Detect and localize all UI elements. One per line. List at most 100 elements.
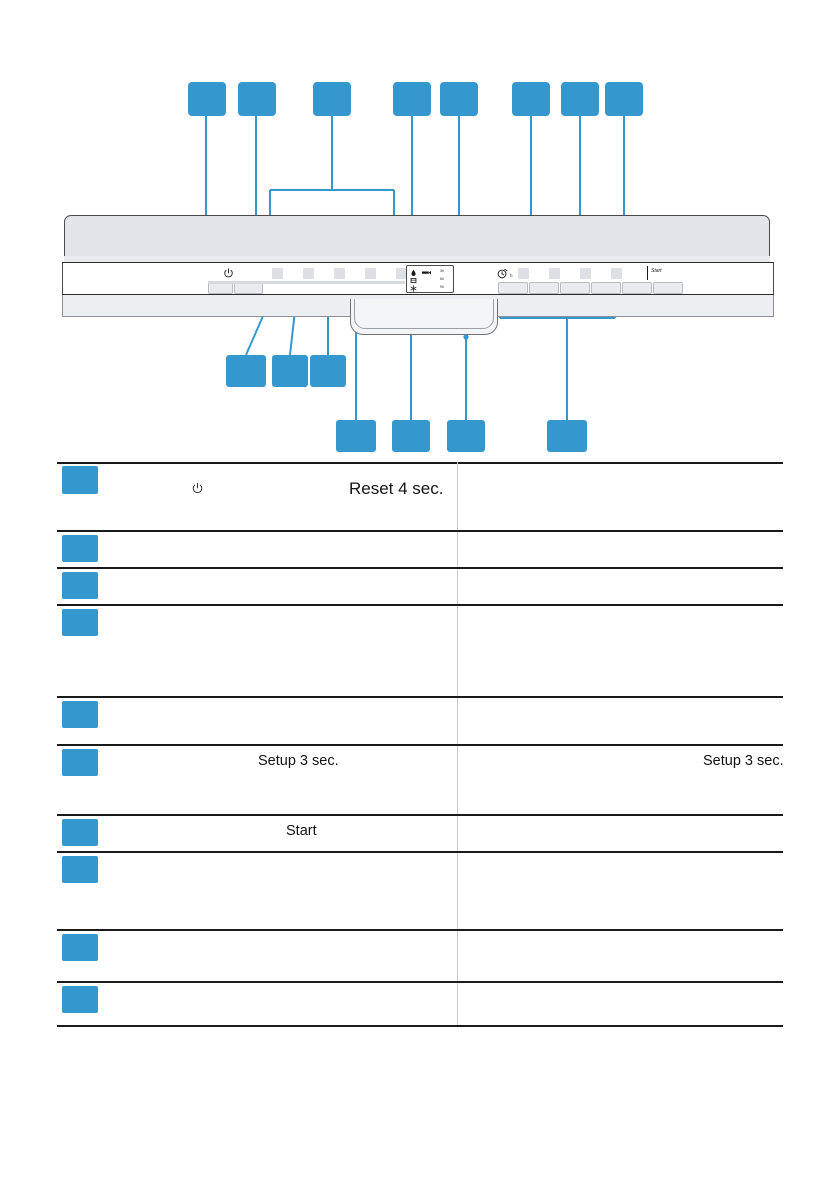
legend-badge[interactable]: [62, 535, 98, 562]
program-led-1: [272, 268, 283, 279]
legend-table: Reset 4 sec. Setup 3 sec.: [57, 462, 784, 1027]
legend-row: [57, 606, 783, 698]
legend-cell-b: [459, 606, 783, 696]
clock-icon: [497, 268, 508, 279]
callout-badge-5[interactable]: [440, 82, 478, 116]
callout-badge-15[interactable]: [547, 420, 587, 452]
legend-cell-a: [119, 931, 457, 981]
callout-badge-2[interactable]: [238, 82, 276, 116]
delay-value-6h: 6h: [440, 277, 444, 281]
legend-badge[interactable]: [62, 572, 98, 599]
legend-badge[interactable]: [62, 466, 98, 494]
option-button-2[interactable]: [529, 282, 559, 294]
power-icon[interactable]: [223, 268, 234, 279]
legend-cell-b: Setup 3 sec.: [459, 746, 784, 814]
program-led-4: [365, 268, 376, 279]
dishwasher-illustration: Reset 4 sec. 3h 6h: [62, 215, 776, 345]
legend-row: Start: [57, 816, 783, 853]
legend-cell-b: [459, 853, 783, 929]
start-label: Start: [651, 268, 662, 274]
legend-column-divider: [457, 569, 458, 604]
callout-badge-10[interactable]: [272, 355, 308, 387]
legend-cell-a: Start: [119, 816, 457, 851]
program-icon: [422, 270, 431, 274]
legend-column-divider: [457, 532, 458, 567]
rinse-aid-icon: [411, 269, 416, 276]
power-icon: [192, 482, 203, 494]
legend-column-divider: [457, 983, 458, 1025]
door-handle[interactable]: [350, 299, 498, 335]
legend-cell-b: [459, 698, 783, 744]
legend-cell-a: Reset 4 sec.: [119, 462, 457, 530]
door-handle-inner: [354, 299, 494, 329]
legend-text-setup-left: Setup 3 sec.: [258, 753, 339, 769]
callout-badge-8[interactable]: [605, 82, 643, 116]
legend-cell-a: [119, 983, 457, 1025]
appliance-lid-shadow: [64, 256, 770, 263]
option-button-3[interactable]: [560, 282, 590, 294]
snowflake-icon: [410, 285, 417, 292]
legend-cell-b: [459, 532, 783, 567]
callout-badge-11[interactable]: [310, 355, 346, 387]
panel-top-rule: [62, 262, 774, 263]
legend-row: [57, 532, 783, 569]
legend-row: [57, 698, 783, 746]
program-led-5: [396, 268, 407, 279]
callout-badge-4[interactable]: [393, 82, 431, 116]
legend-text-setup-right: Setup 3 sec.: [703, 753, 784, 769]
callout-badge-9[interactable]: [226, 355, 266, 387]
option-button-1[interactable]: [498, 282, 528, 294]
callout-badge-1[interactable]: [188, 82, 226, 116]
delay-hours-label: h: [510, 273, 513, 278]
legend-badge[interactable]: [62, 856, 98, 883]
option-led-2: [549, 268, 560, 279]
panel-bottom-rule: [62, 294, 774, 295]
legend-row: [57, 931, 783, 983]
option-led-4: [611, 268, 622, 279]
legend-badge[interactable]: [62, 819, 98, 846]
legend-column-divider: [457, 816, 458, 851]
legend-row: Setup 3 sec. Setup 3 sec.: [57, 746, 784, 816]
legend-badge[interactable]: [62, 934, 98, 961]
legend-row: [57, 983, 783, 1027]
legend-row: [57, 853, 783, 931]
legend-row: [57, 569, 783, 606]
salt-icon: [410, 277, 417, 284]
option-led-3: [580, 268, 591, 279]
legend-badge[interactable]: [62, 609, 98, 636]
legend-text-reset: Reset 4 sec.: [349, 479, 444, 498]
program-slider-bar[interactable]: [208, 281, 405, 284]
legend-badge[interactable]: [62, 986, 98, 1013]
legend-badge[interactable]: [62, 701, 98, 728]
legend-column-divider: [457, 698, 458, 744]
legend-cell-a: [119, 853, 457, 929]
start-divider: [647, 266, 648, 280]
legend-cell-b: [459, 931, 783, 981]
program-led-2: [303, 268, 314, 279]
legend-badge[interactable]: [62, 749, 98, 776]
callout-badge-14[interactable]: [447, 420, 485, 452]
legend-cell-a: [119, 569, 457, 604]
callout-badge-12[interactable]: [336, 420, 376, 452]
program-led-3: [334, 268, 345, 279]
delay-value-9h: 9h: [440, 285, 444, 289]
start-button[interactable]: [653, 282, 683, 294]
legend-cell-a: [119, 606, 457, 696]
legend-cell-b: [459, 569, 783, 604]
callout-badge-6[interactable]: [512, 82, 550, 116]
option-button-5[interactable]: [622, 282, 652, 294]
option-button-4[interactable]: [591, 282, 621, 294]
legend-text-start: Start: [286, 823, 317, 839]
legend-cell-a: Setup 3 sec.: [119, 746, 457, 814]
callout-badge-7[interactable]: [561, 82, 599, 116]
status-display: 3h 6h 9h: [406, 265, 454, 293]
delay-value-3h: 3h: [440, 269, 444, 273]
legend-cell-a: [119, 532, 457, 567]
legend-column-divider: [457, 931, 458, 981]
legend-cell-a: [119, 698, 457, 744]
legend-cell-b: [459, 983, 783, 1025]
callout-badge-13[interactable]: [392, 420, 430, 452]
legend-column-divider: [457, 462, 458, 530]
callout-badge-3[interactable]: [313, 82, 351, 116]
appliance-lid: [64, 215, 770, 263]
